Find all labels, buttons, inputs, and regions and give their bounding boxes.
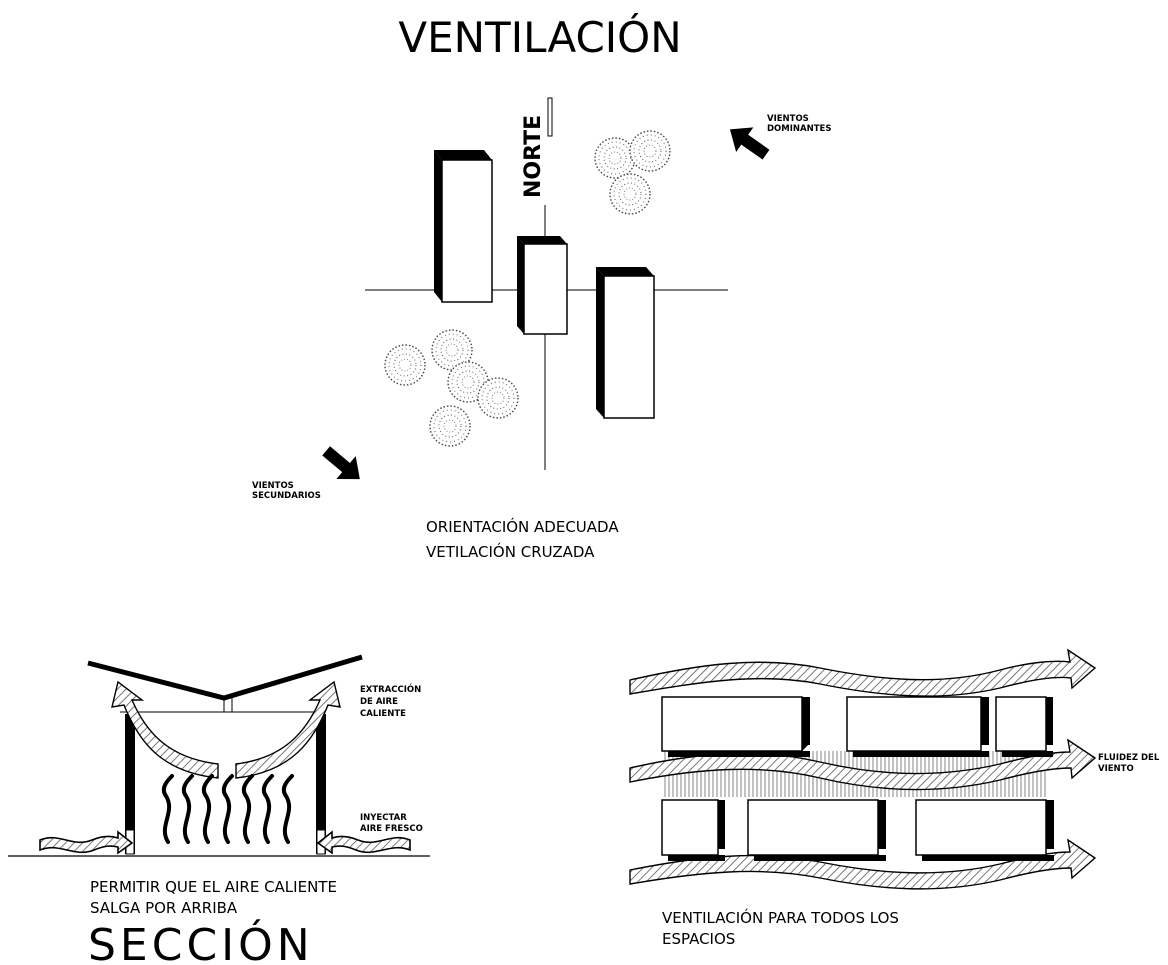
- secondary-wind-label: VIENTOS: [252, 481, 294, 491]
- left-column: [125, 714, 135, 855]
- tree-icon: [629, 130, 671, 172]
- section-caption: PERMITIR QUE EL AIRE CALIENTE: [90, 878, 337, 896]
- extraction-label: CALIENTE: [360, 709, 406, 719]
- tree-icon: [429, 405, 471, 447]
- block-top-2: [846, 696, 989, 757]
- site-plan: NORTE VIENTOS: [252, 97, 831, 561]
- block-bottom-1: [661, 799, 725, 861]
- wind-flow-diagram: FLUIDEZ DEL VIENTO VENTILACIÓN PARA TODO…: [629, 648, 1160, 948]
- hot-air-extraction-arrow-left-icon: [111, 680, 219, 779]
- building-3: [596, 267, 655, 419]
- dominant-wind-label: DOMINANTES: [767, 124, 831, 134]
- page-title: VENTILACIÓN: [398, 12, 681, 62]
- block-bottom-3: [915, 799, 1054, 861]
- block-top-1: [661, 696, 810, 752]
- dominant-wind-label: VIENTOS: [767, 114, 809, 124]
- plan-caption: ORIENTACIÓN ADECUADA: [426, 517, 619, 536]
- fresh-air-inlet-right-icon: [316, 830, 411, 855]
- section-title: SECCIÓN: [88, 918, 314, 965]
- tree-icon: [594, 137, 636, 179]
- rising-air-icon: [161, 774, 294, 844]
- secondary-wind-label: SECUNDARIOS: [252, 491, 321, 501]
- building-2: [517, 236, 568, 335]
- flow-caption: VENTILACIÓN PARA TODOS LOS: [662, 908, 899, 927]
- fresh-air-inlet-left-icon: [39, 830, 134, 855]
- tree-icon: [384, 344, 426, 386]
- north-label: NORTE: [521, 115, 546, 198]
- plan-caption: VETILACIÓN CRUZADA: [426, 542, 595, 561]
- block-top-3: [995, 696, 1053, 757]
- extraction-label: DE AIRE: [360, 697, 398, 707]
- wind-flow-label: VIENTO: [1098, 764, 1134, 774]
- block-bottom-2: [747, 799, 886, 861]
- inject-label: AIRE FRESCO: [360, 824, 423, 834]
- wind-arrow-bottom-icon: [629, 838, 1097, 890]
- building-1: [434, 150, 493, 303]
- dominant-wind-arrow-icon: [729, 127, 770, 160]
- wind-arrow-middle-icon: [629, 738, 1097, 791]
- wind-flow-label: FLUIDEZ DEL: [1098, 753, 1160, 763]
- section-diagram: EXTRACCIÓN DE AIRE CALIENTE INYECTAR AIR…: [8, 654, 430, 965]
- hot-air-extraction-arrow-right-icon: [235, 680, 341, 779]
- north-marker: [547, 97, 553, 137]
- inject-label: INYECTAR: [360, 813, 407, 823]
- section-caption: SALGA POR ARRIBA: [90, 899, 238, 917]
- wind-arrow-top-icon: [629, 648, 1097, 697]
- right-column: [316, 714, 326, 855]
- tree-icon: [609, 173, 651, 215]
- extraction-label: EXTRACCIÓN: [360, 683, 421, 695]
- tree-icon: [477, 377, 519, 419]
- secondary-wind-arrow-icon: [322, 446, 360, 480]
- flow-caption: ESPACIOS: [662, 930, 735, 948]
